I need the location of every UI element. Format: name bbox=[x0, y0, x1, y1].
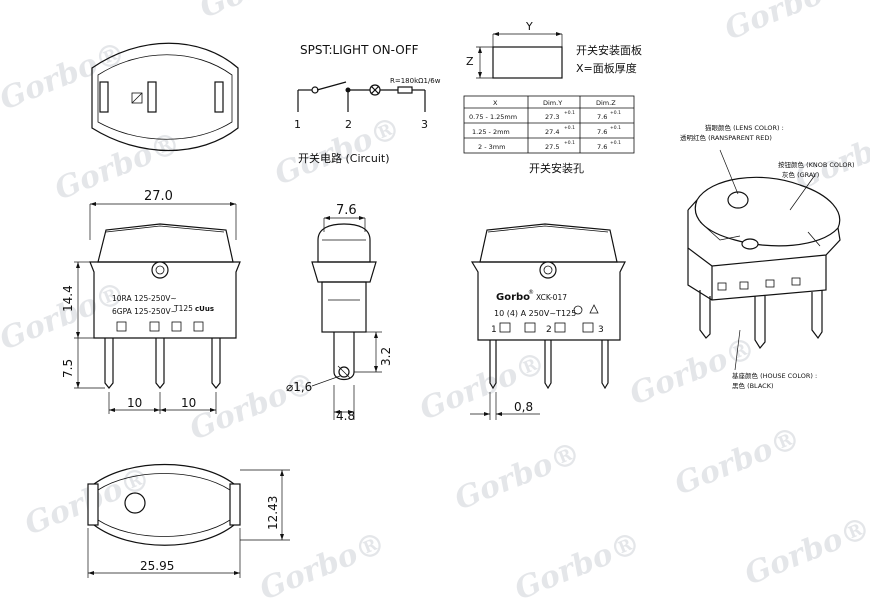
watermark: Gorbo® bbox=[450, 435, 586, 517]
lens-label-cn: 猫眼颜色 (LENS COLOR) : bbox=[705, 123, 784, 132]
lens-label: 透明红色 (RANSPARENT RED) bbox=[680, 133, 772, 142]
back-brand: Gorbo bbox=[496, 292, 530, 303]
watermark: Gorbo® bbox=[720, 0, 856, 47]
table-cell-tol: +0.1 bbox=[610, 110, 621, 116]
circuit-pin-1: 1 bbox=[294, 118, 301, 131]
circuit-pin-2: 2 bbox=[345, 118, 352, 131]
resistor-symbol bbox=[397, 86, 413, 94]
watermark: Gorbo® bbox=[510, 525, 646, 607]
back-pin-3: 3 bbox=[598, 325, 604, 335]
table-cell-tol: +0.1 bbox=[610, 125, 621, 131]
watermark: Gorbo® bbox=[255, 525, 391, 607]
front-rating-2: 6GPA 125-250V~ bbox=[112, 307, 177, 316]
switch-contact-2 bbox=[345, 87, 351, 93]
circuit-diagram: SPST:LIGHT ON-OFF R=180kΩ1/6w 1 2 3 开关电路… bbox=[294, 43, 441, 165]
table-cell-tol: +0.1 bbox=[564, 110, 575, 116]
knob-label-cn: 按钮颜色 (KNOB COLOR) bbox=[778, 160, 855, 169]
lens-shape bbox=[727, 191, 749, 209]
house-label-cn: 基座颜色 (HOUSE COLOR) : bbox=[732, 371, 817, 380]
hole-dia-dim: ⌀1,6 bbox=[286, 380, 312, 394]
back-pin-1: 1 bbox=[491, 325, 497, 335]
table-cell-tol: +0.1 bbox=[564, 125, 575, 131]
table-header-z: Dim.Z bbox=[596, 99, 616, 107]
table-cell: 27.3 bbox=[545, 113, 559, 121]
back-model: XCK-017 bbox=[536, 293, 567, 302]
back-brand-mark: ® bbox=[528, 289, 534, 296]
front-width-dim: 27.0 bbox=[144, 189, 173, 204]
house-label: 黑色 (BLACK) bbox=[732, 381, 774, 390]
panel-caption: 开关安装孔 bbox=[529, 161, 584, 175]
back-view: Gorbo ® XCK-017 10 (4) A 250V~T125 1 2 3… bbox=[470, 223, 626, 420]
front-height-top-dim: 14.4 bbox=[61, 285, 75, 312]
table-header-x: X bbox=[493, 99, 498, 107]
table-cell: 7.6 bbox=[597, 113, 607, 121]
watermark: Gorbo® bbox=[415, 345, 551, 427]
bottom-top-view: 12.43 25.95 bbox=[87, 464, 290, 578]
table-cell: 2 - 3mm bbox=[478, 143, 505, 151]
watermark: Gorbo® bbox=[740, 510, 870, 592]
panel-z-label: Z bbox=[466, 55, 474, 68]
side-view: 7.6 ⌀1,6 3.2 4.8 bbox=[286, 203, 393, 423]
front-rating-1: 10RA 125-250V~ bbox=[112, 294, 177, 303]
pin-spacing-1: 10 bbox=[127, 396, 142, 410]
panel-cutout: Y Z 开关安装面板 X=面板厚度 X Dim.Y Dim.Z 0.75 - 1… bbox=[463, 20, 642, 175]
tab-height-dim: 3.2 bbox=[379, 347, 393, 366]
table-header-y: Dim.Y bbox=[543, 99, 562, 107]
table-cell: 7.6 bbox=[597, 143, 607, 151]
resistor-label: R=180kΩ1/6w bbox=[390, 77, 441, 85]
watermark: Gorbo® bbox=[195, 0, 331, 25]
panel-y-label: Y bbox=[525, 20, 533, 33]
back-rating: 10 (4) A 250V~T125 bbox=[494, 309, 576, 318]
front-height-pin-dim: 7.5 bbox=[61, 359, 75, 378]
side-width-dim: 7.6 bbox=[336, 203, 357, 218]
table-cell: 0.75 - 1.25mm bbox=[469, 113, 517, 121]
back-pin-2: 2 bbox=[546, 325, 552, 335]
panel-table: X Dim.Y Dim.Z 0.75 - 1.25mm 27.3 +0.1 7.… bbox=[463, 95, 635, 154]
circuit-pin-3: 3 bbox=[421, 118, 428, 131]
front-view: 27.0 10RA 125-250V~ 6GPA 125-250V~ T125 … bbox=[61, 189, 241, 414]
iso-view: 猫眼颜色 (LENS COLOR) : 透明红色 (RANSPARENT RED… bbox=[680, 123, 855, 390]
panel-note-2: X=面板厚度 bbox=[576, 61, 637, 75]
pin-thickness-dim: 0,8 bbox=[514, 400, 533, 414]
top-height-dim: 12.43 bbox=[266, 496, 280, 530]
tab-width-dim: 4.8 bbox=[336, 409, 355, 423]
top-width-dim: 25.95 bbox=[140, 559, 174, 573]
table-cell-tol: +0.1 bbox=[610, 140, 621, 146]
table-cell: 27.4 bbox=[545, 128, 559, 136]
plan-view-top bbox=[91, 42, 239, 151]
lens-circle bbox=[124, 492, 146, 514]
table-cell: 1.25 - 2mm bbox=[472, 128, 510, 136]
panel-note-1: 开关安装面板 bbox=[576, 43, 642, 57]
knob-label: 灰色 (GRAY) bbox=[782, 170, 819, 179]
ul-mark: cUus bbox=[195, 305, 214, 313]
pin-spacing-2: 10 bbox=[181, 396, 196, 410]
front-rating-3: T125 bbox=[173, 304, 193, 313]
table-cell: 27.5 bbox=[545, 143, 559, 151]
circuit-caption: 开关电路 (Circuit) bbox=[298, 151, 390, 165]
watermark: Gorbo® bbox=[0, 35, 131, 117]
table-cell: 7.6 bbox=[597, 128, 607, 136]
watermark: Gorbo® bbox=[185, 365, 321, 447]
table-cell-tol: +0.1 bbox=[564, 140, 575, 146]
watermark: Gorbo® bbox=[670, 420, 806, 502]
circuit-title: SPST:LIGHT ON-OFF bbox=[300, 43, 419, 57]
